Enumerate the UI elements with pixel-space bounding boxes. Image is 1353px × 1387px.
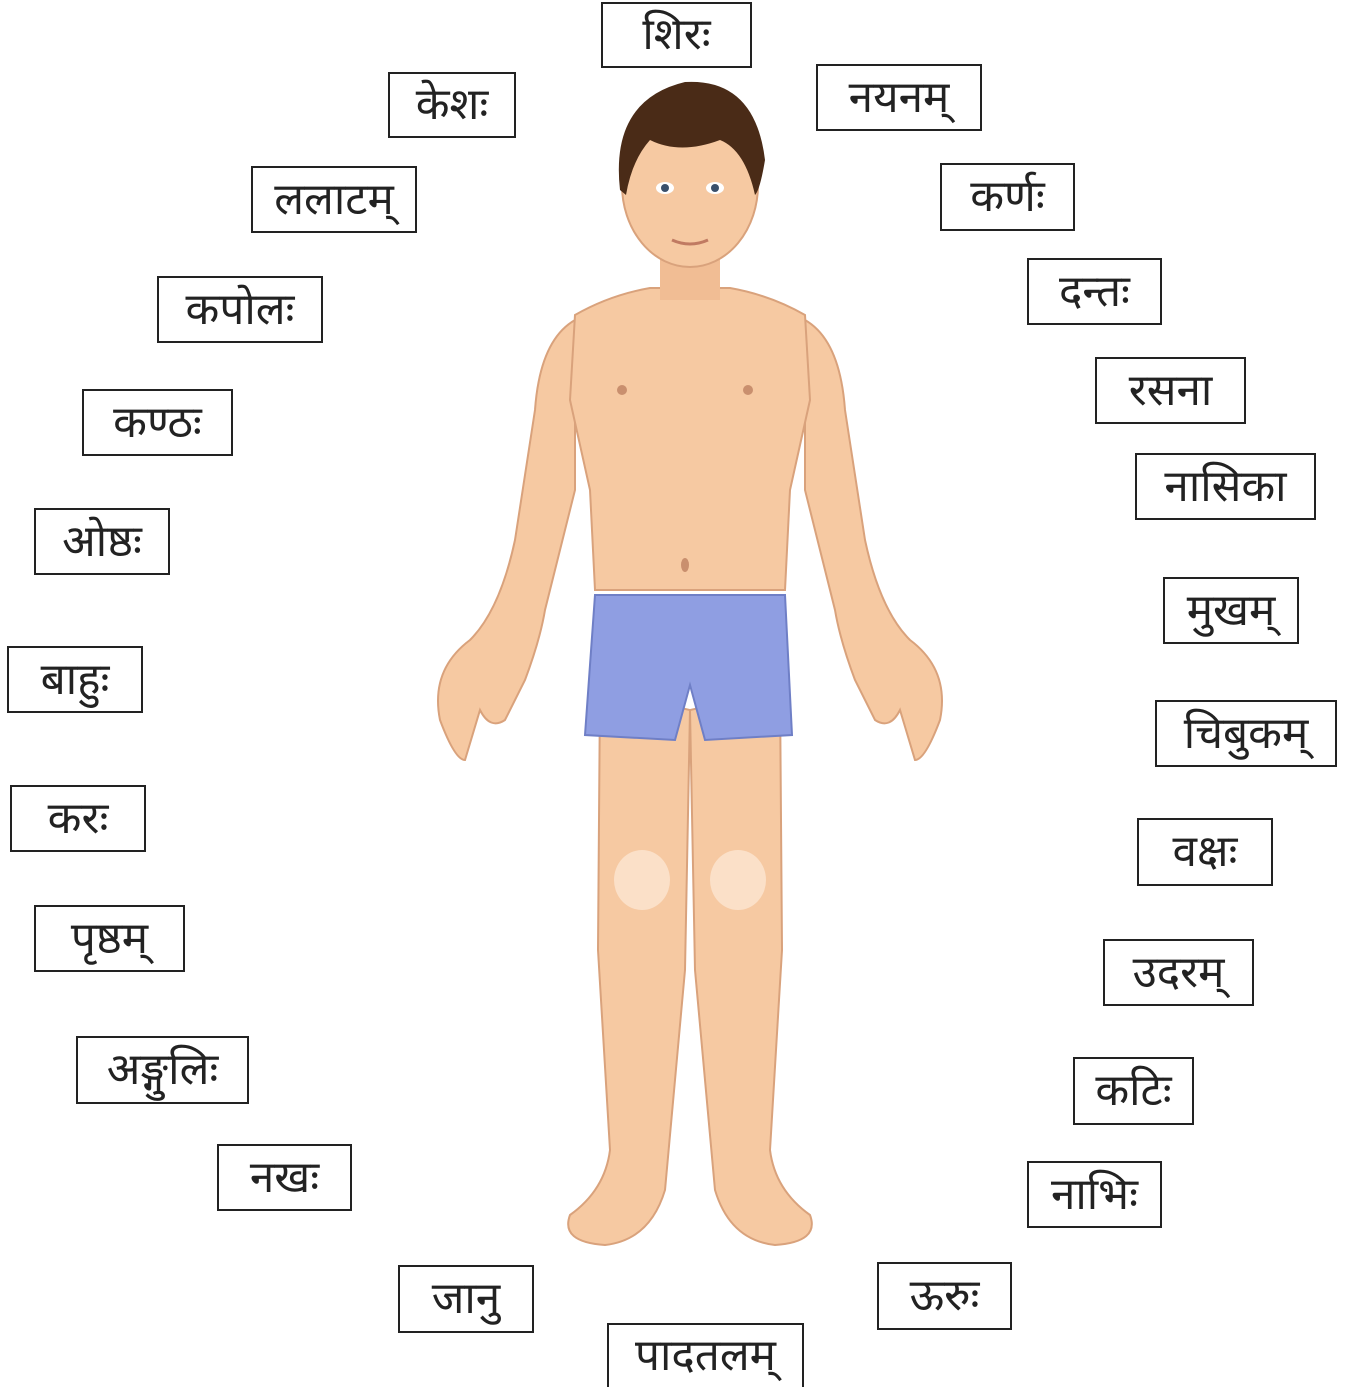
label-nasika: नासिका [1135, 453, 1316, 520]
label-oshthah: ओष्ठः [34, 508, 170, 575]
label-keshah: केशः [388, 72, 516, 138]
right-leg [690, 690, 812, 1245]
label-nakhah: नखः [217, 1144, 352, 1211]
label-dantah: दन्तः [1027, 258, 1162, 325]
label-nabhih: नाभिः [1027, 1161, 1162, 1228]
label-kapolah: कपोलः [157, 276, 323, 343]
torso [570, 288, 810, 590]
label-mukham: मुखम् [1163, 577, 1299, 644]
label-vakshah: वक्षः [1137, 818, 1273, 886]
left-leg [568, 690, 690, 1245]
label-udaram: उदरम् [1103, 939, 1254, 1006]
label-uruh: ऊरुः [877, 1262, 1012, 1330]
label-nayanam: नयनम् [816, 64, 982, 131]
label-rasana: रसना [1095, 357, 1246, 424]
label-januh: जानु [398, 1265, 534, 1333]
label-anguli: अङ्गुलिः [76, 1036, 249, 1104]
label-shirah: शिरः [601, 2, 752, 68]
label-chibukam: चिबुकम् [1155, 700, 1337, 767]
left-arm [438, 320, 575, 760]
label-lalatam: ललाटम् [251, 166, 417, 233]
right-arm [805, 320, 942, 760]
label-prishtham: पृष्ठम् [34, 905, 185, 972]
human-body-figure [410, 70, 970, 1270]
label-katih: कटिः [1073, 1057, 1194, 1125]
label-kanthah: कण्ठः [82, 389, 233, 456]
label-karnah: कर्णः [940, 163, 1075, 231]
label-karah: करः [10, 785, 146, 852]
label-padatalam: पादतलम् [607, 1323, 804, 1387]
label-bahuh: बाहुः [7, 646, 143, 713]
